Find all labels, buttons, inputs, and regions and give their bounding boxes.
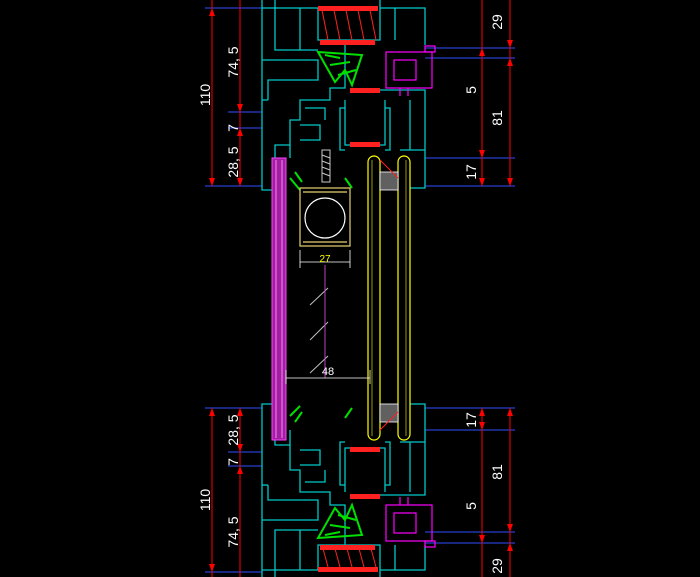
right-dimension-labels: 29 5 81 17 17 81 5 29	[463, 14, 505, 574]
dim-tube-width: 27	[319, 254, 331, 265]
dim-top-upper: 74, 5	[225, 46, 241, 77]
glass-hatch	[309, 265, 329, 378]
insulated-glass-unit	[367, 155, 411, 441]
dim-gap-width: 48	[322, 366, 334, 378]
center-tube	[299, 187, 351, 247]
left-dimension-lines	[211, 0, 241, 577]
seal-profiles	[289, 50, 364, 540]
dim-right-bottom-gap: 5	[463, 502, 479, 510]
gaskets	[318, 6, 380, 572]
right-dimension-arrows	[479, 40, 513, 551]
center-dimension-lines	[285, 250, 371, 384]
dim-bottom-upper: 28, 5	[225, 414, 241, 445]
dim-right-bottom-glass: 17	[463, 412, 479, 428]
dim-top-total: 110	[197, 84, 213, 107]
lock-hardware	[385, 45, 436, 548]
dim-bottom-small: 7	[225, 458, 241, 466]
center-dimension-labels: 27 48	[319, 254, 334, 378]
dim-right-top-main: 81	[489, 110, 505, 126]
dim-top-lower: 28, 5	[225, 146, 241, 177]
dim-right-top-gap: 5	[463, 86, 479, 94]
dim-bottom-total: 110	[197, 489, 213, 512]
dim-bottom-lower: 74, 5	[225, 516, 241, 547]
dim-right-top-glass: 17	[463, 164, 479, 180]
extension-lines	[205, 7, 515, 573]
right-dimension-lines	[481, 0, 511, 577]
dim-right-top-edge: 29	[489, 14, 505, 30]
screw	[321, 149, 331, 183]
left-dimension-labels: 110 74, 5 7 28, 5 28, 5 7 110 74, 5	[197, 46, 241, 547]
left-glazing-panel	[271, 157, 287, 441]
left-dimension-arrows	[209, 8, 243, 572]
dim-right-bottom-edge: 29	[489, 558, 505, 574]
dim-top-small: 7	[225, 124, 241, 132]
gasket-hatch	[321, 9, 377, 568]
dim-right-bottom-main: 81	[489, 464, 505, 480]
